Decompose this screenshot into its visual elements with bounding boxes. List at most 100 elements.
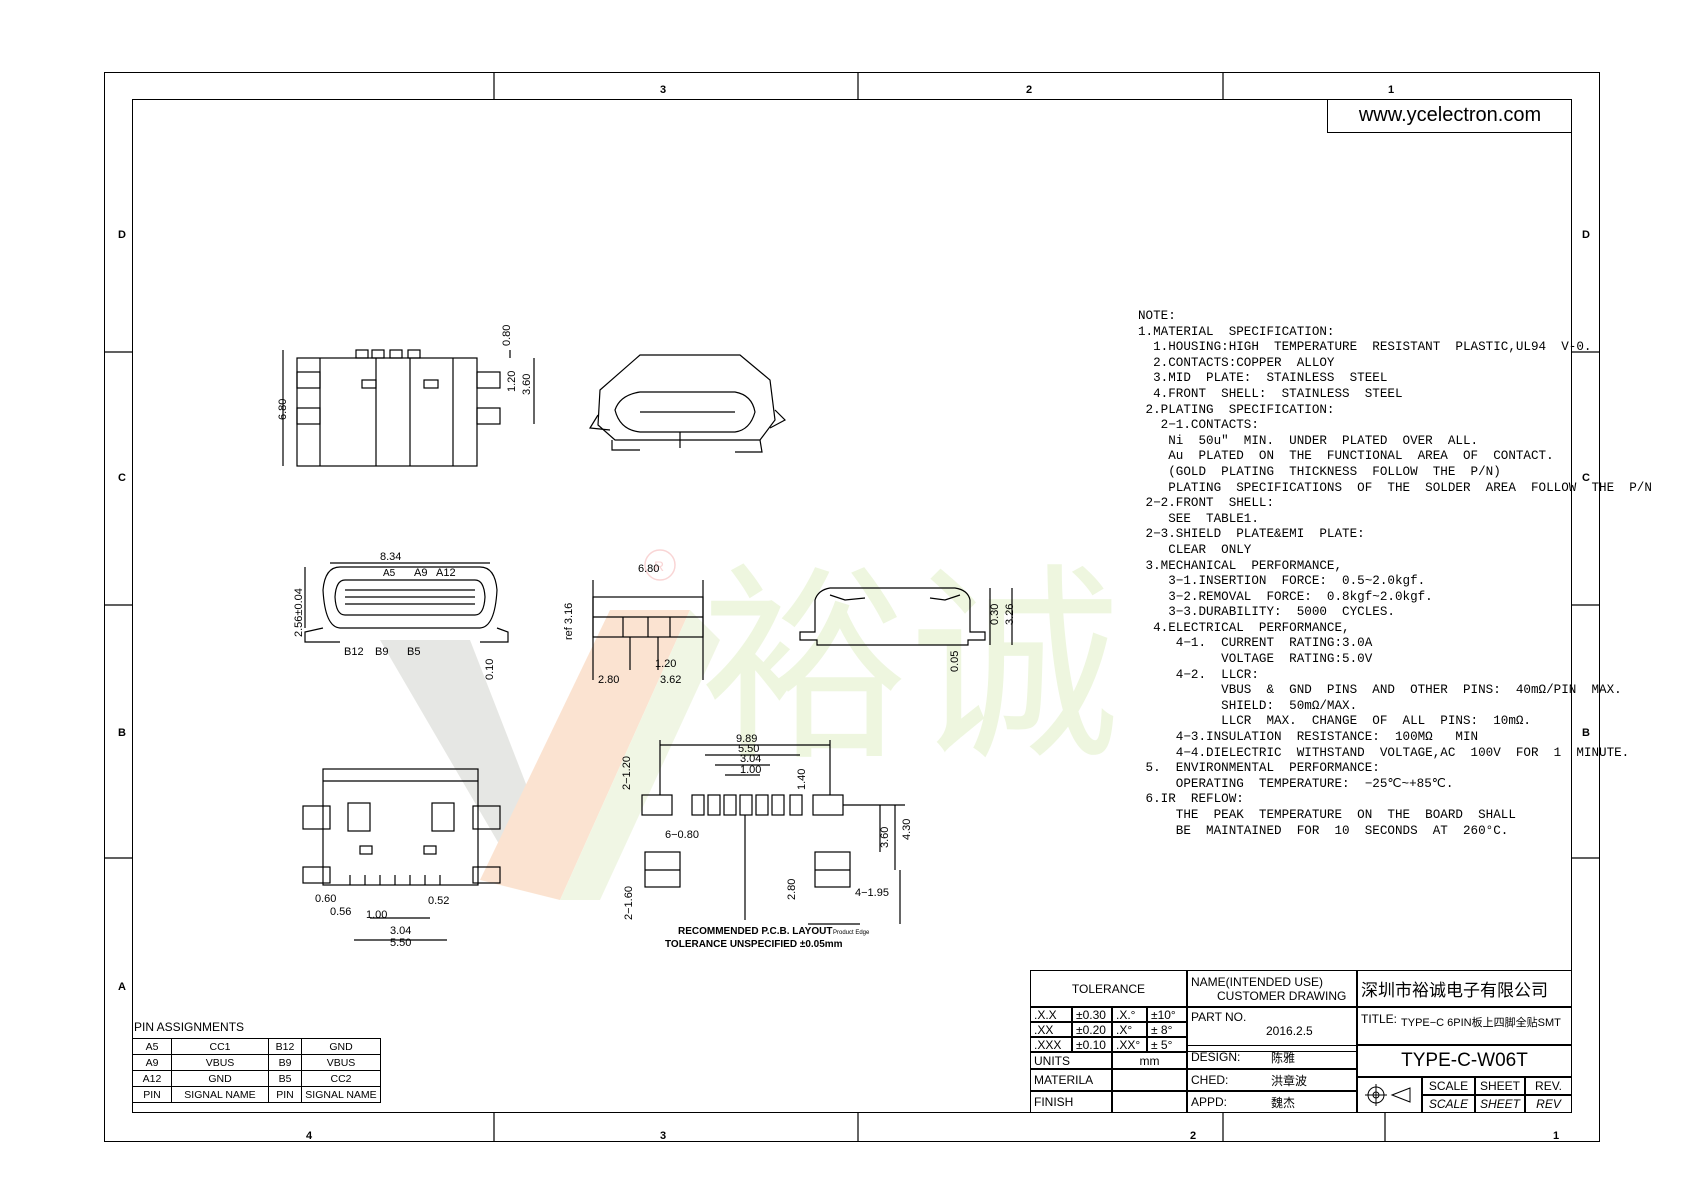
svg-text:4−1.95: 4−1.95 [855,887,889,899]
note-line: VOLTAGE RATING:5.0V [1138,652,1373,667]
note-line: 3−3.DURABILITY: 5000 CYCLES. [1138,605,1395,620]
svg-text:0.80: 0.80 [501,325,513,346]
note-line: SHIELD: 50mΩ/MAX. [1138,698,1358,713]
drawing-inner-frame [132,99,1572,1113]
drawing-title: TYPE−C 6PIN板上四脚全贴SMT [1401,1017,1561,1029]
company-name: 深圳市裕诚电子有限公司 [1357,970,1572,1007]
note-line: 2.CONTACTS:COPPER ALLOY [1138,355,1335,370]
svg-text:6.80: 6.80 [277,399,289,420]
part-number: TYPE-C-W06T [1357,1045,1572,1077]
svg-text:ref 3.16: ref 3.16 [563,603,575,640]
note-line: CLEAR ONLY [1138,542,1252,557]
designer-name: 陈雅 [1271,1050,1296,1065]
svg-text:2.80: 2.80 [786,879,798,900]
customer-drawing-label: CUSTOMER DRAWING [1217,988,1347,1003]
note-line: 4−4.DIELECTRIC WITHSTAND VOLTAGE,AC 100V… [1138,745,1630,760]
zone-label-left-C: C [118,472,126,484]
svg-text:1.20: 1.20 [655,658,676,670]
note-line: PLATING SPECIFICATIONS OF THE SOLDER ARE… [1138,480,1652,495]
zone-label-right-C: C [1582,472,1590,484]
pin-assignments-table: A5 CC1 B12 GND A9 VBUS B9 VBUS A12 GND B… [132,1038,381,1103]
svg-text:5.50: 5.50 [390,937,411,949]
svg-text:0.05: 0.05 [949,651,961,672]
note-line: 1.HOUSING:HIGH TEMPERATURE RESISTANT PLA… [1138,340,1592,355]
note-line: SEE TABLE1. [1138,511,1259,526]
svg-text:A5: A5 [383,568,396,579]
note-line: 1.MATERIAL SPECIFICATION: [1138,324,1335,339]
zone-label-top-1: 1 [1388,84,1395,96]
svg-text:2−1.60: 2−1.60 [623,886,635,920]
zone-label-top-3: 3 [660,84,667,96]
svg-text:3.04: 3.04 [740,753,761,765]
svg-text:2.56±0.04: 2.56±0.04 [293,588,305,637]
zone-label-left-D: D [118,229,126,241]
note-line: 3.MECHANICAL PERFORMANCE, [1138,558,1343,573]
svg-text:6−0.80: 6−0.80 [665,829,699,841]
note-line: 3−2.REMOVAL FORCE: 0.8kgf~2.0kgf. [1138,589,1433,604]
note-line: Au PLATED ON THE FUNCTIONAL AREA OF CONT… [1138,449,1554,464]
note-line: 2−2.FRONT SHELL: [1138,496,1275,511]
pin-assignments-title: PIN ASSIGNMENTS [134,1020,245,1034]
svg-text:0.52: 0.52 [428,895,449,907]
svg-text:Product Edge: Product Edge [833,930,870,936]
note-line: 4−1. CURRENT RATING:3.0A [1138,636,1373,651]
svg-text:3.60: 3.60 [521,374,533,395]
zone-label-right-B: B [1582,727,1590,739]
svg-text:4.30: 4.30 [901,819,913,840]
name-intended-use-label: NAME(INTENDED USE) [1191,974,1324,989]
svg-text:1.20: 1.20 [506,371,518,392]
zone-label-right-D: D [1582,229,1590,241]
svg-text:8.34: 8.34 [380,551,401,563]
note-line: BE MAINTAINED FOR 10 SECONDS AT 260°C. [1138,823,1509,838]
table-row: A12 GND B5 CC2 [132,1070,381,1087]
checker-name: 洪章波 [1271,1073,1308,1088]
svg-text:1.00: 1.00 [366,909,387,921]
table-row: A5 CC1 B12 GND [132,1038,381,1055]
approver-name: 魏杰 [1271,1095,1296,1110]
zone-label-bottom-4: 4 [306,1130,313,1142]
zone-label-bottom-3: 3 [660,1130,667,1142]
svg-text:2.80: 2.80 [598,674,619,686]
note-line: 6.IR REFLOW: [1138,792,1244,807]
note-line: 2.PLATING SPECIFICATION: [1138,402,1335,417]
note-line: 3.MID PLATE: STAINLESS STEEL [1138,371,1388,386]
watermark-text: 裕诚 [700,550,1120,785]
note-line: 2−3.SHIELD PLATE&EMI PLATE: [1138,527,1365,542]
svg-text:5.50: 5.50 [738,743,759,755]
svg-text:B9: B9 [375,646,388,658]
svg-text:A9: A9 [414,567,427,579]
note-line: 4−2. LLCR: [1138,667,1259,682]
svg-text:A12: A12 [436,567,456,579]
table-row: A9 VBUS B9 VBUS [132,1054,381,1071]
projection-symbol-icon [1357,1077,1422,1113]
svg-text:RECOMMENDED P.C.B. LAYOUT: RECOMMENDED P.C.B. LAYOUT [678,926,832,937]
svg-text:1.00: 1.00 [740,764,761,776]
svg-text:0.56: 0.56 [330,906,351,918]
note-line: OPERATING TEMPERATURE: −25℃~+85℃. [1138,776,1454,791]
svg-text:0.30: 0.30 [989,604,1001,625]
svg-text:2−1.20: 2−1.20 [621,756,633,790]
table-row: PIN SIGNAL NAME PIN SIGNAL NAME [132,1086,381,1103]
svg-text:TOLERANCE UNSPECIFIED ±0.05m: TOLERANCE UNSPECIFIED ±0.05mm [665,939,843,950]
note-line: 4.ELECTRICAL PERFORMANCE, [1138,620,1350,635]
notes-block: NOTE: 1.MATERIAL SPECIFICATION: 1.HOUSIN… [1138,309,1652,839]
drawing-date: 2016.2.5 [1266,1024,1313,1038]
svg-text:3.62: 3.62 [660,674,681,686]
watermark-logo: 裕诚 R [380,549,1120,900]
note-line: 3−1.INSERTION FORCE: 0.5~2.0kgf. [1138,574,1426,589]
zone-label-bottom-2: 2 [1190,1130,1197,1142]
svg-text:3.60: 3.60 [879,827,891,848]
note-line: NOTE: [1138,309,1176,323]
note-line: 4−3.INSULATION RESISTANCE: 100MΩ MIN [1138,730,1479,745]
svg-text:9.89: 9.89 [736,733,757,745]
note-line: LLCR MAX. CHANGE OF ALL PINS: 10mΩ. [1138,714,1531,729]
svg-text:B5: B5 [407,646,420,658]
svg-text:3.04: 3.04 [390,925,411,937]
svg-text:0.60: 0.60 [315,893,336,905]
zone-label-left-A: A [118,981,126,993]
svg-text:R: R [654,558,664,574]
svg-text:1.40: 1.40 [796,769,808,790]
note-line: Ni 50u" MIN. UNDER PLATED OVER ALL. [1138,433,1479,448]
note-line: 5. ENVIRONMENTAL PERFORMANCE: [1138,761,1380,776]
